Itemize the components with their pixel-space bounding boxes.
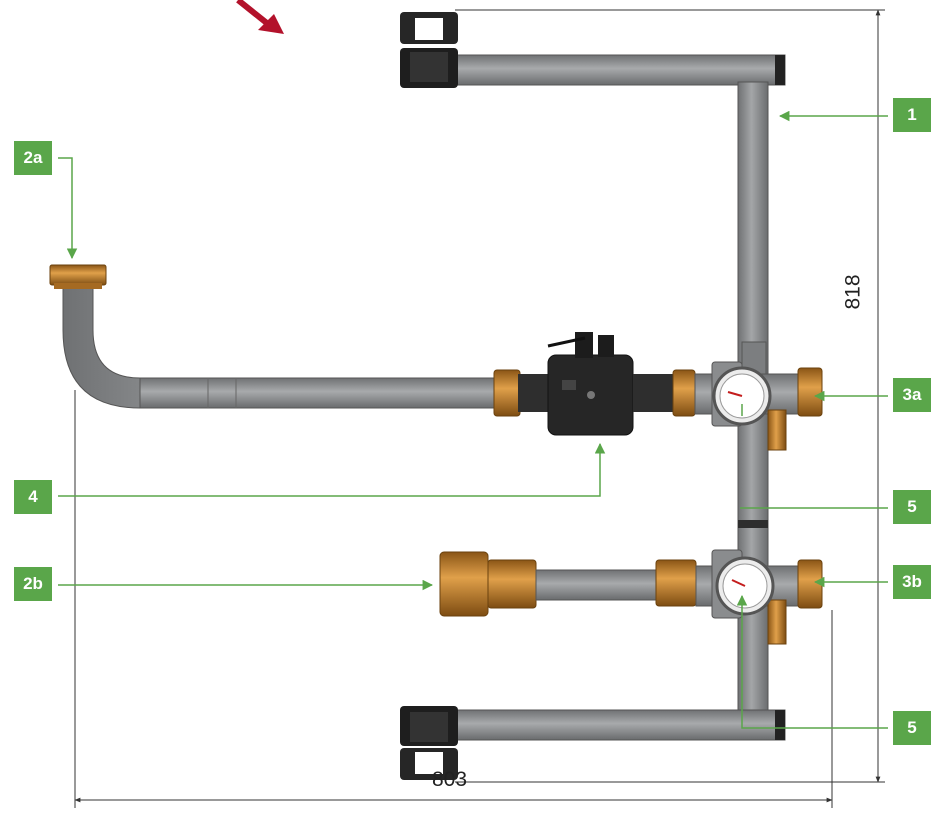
callout-3a: 3a	[893, 378, 931, 412]
top-mounting-bracket	[400, 12, 786, 88]
callout-3b: 3b	[893, 565, 931, 599]
callout-2b: 2b	[14, 567, 52, 601]
width-dimension-label: 803	[432, 768, 468, 791]
callout-5-lower: 5	[893, 711, 931, 745]
supply-pipe-elbow	[49, 264, 501, 409]
upper-ball-valve-thermometer	[694, 341, 823, 451]
callout-2a: 2a	[14, 141, 52, 175]
callout-1: 1	[893, 98, 931, 132]
callout-4: 4	[14, 480, 52, 514]
callout-5-upper: 5	[893, 490, 931, 524]
lower-ball-valve-thermometer	[439, 549, 823, 645]
height-dimension-label: 818	[841, 274, 865, 310]
circulation-pump	[493, 332, 696, 436]
flow-direction-arrow	[236, 0, 284, 34]
leader-lines	[58, 110, 888, 729]
bottom-mounting-bracket	[400, 706, 786, 780]
